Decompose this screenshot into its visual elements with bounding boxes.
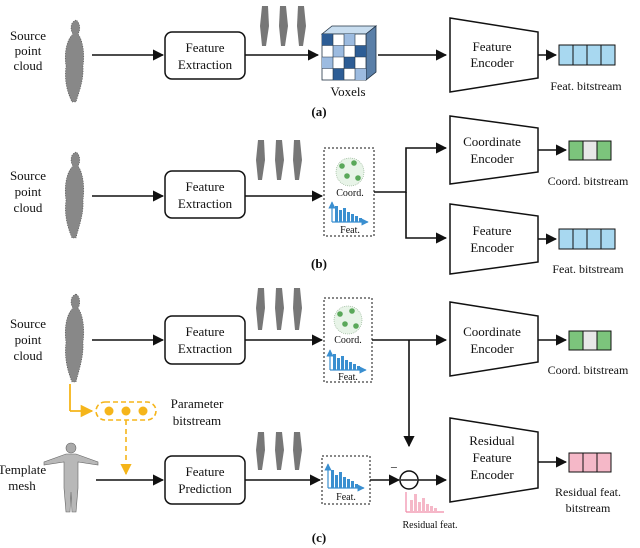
predicted-feat-dashed-box: Feat. — [321, 455, 371, 505]
residual-bitstream-icon — [568, 452, 612, 473]
feat-bitstream-icon — [558, 228, 616, 250]
prediction-scatter-icon — [256, 432, 302, 470]
coordinate-encoder-line1: Coordinate — [463, 134, 521, 149]
feature-encoder-line2: Encoder — [470, 55, 514, 70]
caption-c: (c) — [312, 530, 326, 545]
feature-extraction-line2: Extraction — [178, 196, 233, 211]
template-label-line1: Template — [0, 462, 46, 477]
feature-encoder-trapezoid — [449, 17, 539, 93]
coord-small-label: Coord. — [336, 188, 364, 199]
point-cloud-figure — [64, 151, 85, 239]
feature-extraction-line2: Extraction — [178, 57, 233, 72]
source-label-line3: cloud — [14, 58, 43, 73]
residual-feat-chart-icon — [405, 492, 444, 513]
minus-sign: − — [390, 460, 397, 475]
residual-bitstream-line1: Residual feat. — [555, 485, 621, 499]
panel-a: Source point cloud Feature Extraction — [10, 6, 622, 119]
feature-encoder-line2: Encoder — [470, 240, 514, 255]
voxels-cube-icon — [320, 25, 378, 81]
source-label-line2: point — [15, 184, 42, 199]
feature-prediction-line1: Feature — [186, 464, 225, 479]
template-label-line2: mesh — [8, 478, 36, 493]
coord-small-label: Coord. — [334, 335, 362, 346]
caption-b: (b) — [311, 256, 327, 271]
template-mesh-figure — [43, 442, 99, 513]
panel-c: Source point cloud Feature Extraction Co… — [0, 288, 629, 545]
source-label-line3: cloud — [14, 348, 43, 363]
coordinate-encoder-line1: Coordinate — [463, 324, 521, 339]
feature-encoder-line1: Feature — [473, 223, 512, 238]
feature-extraction-box — [164, 170, 246, 219]
coord-feat-dashed-box: Coord. Feat. — [323, 297, 373, 383]
point-cloud-figure — [64, 293, 85, 383]
coord-bitstream-icon — [568, 140, 612, 161]
caption-a: (a) — [311, 104, 326, 119]
source-label-line1: Source — [10, 28, 46, 43]
coord-bitstream-label: Coord. bitstream — [548, 174, 629, 188]
panel-b: Source point cloud Feature Extraction Co… — [10, 115, 629, 276]
coordinate-encoder-line2: Encoder — [470, 151, 514, 166]
feature-extraction-line2: Extraction — [178, 341, 233, 356]
parameter-label-line1: Parameter — [171, 396, 224, 411]
feature-extraction-line1: Feature — [186, 179, 225, 194]
residual-encoder-line2: Feature — [473, 450, 512, 465]
parameter-bitstream-icon — [95, 401, 157, 421]
feature-scatter-icon — [256, 140, 302, 180]
source-label-line1: Source — [10, 316, 46, 331]
coordinate-encoder-trapezoid — [449, 115, 539, 185]
coord-bitstream-label: Coord. bitstream — [548, 363, 629, 377]
feature-scatter-icon — [260, 6, 306, 46]
residual-bitstream-line2: bitstream — [566, 501, 611, 515]
coordinate-encoder-trapezoid — [449, 301, 539, 377]
source-label-line2: point — [15, 43, 42, 58]
feat-small-label: Feat. — [340, 225, 360, 236]
feat-small-label-2: Feat. — [336, 492, 356, 503]
parameter-label-line2: bitstream — [173, 413, 221, 428]
coord-bitstream-icon — [568, 330, 612, 351]
feature-scatter-icon — [256, 288, 302, 330]
feature-extraction-line1: Feature — [186, 40, 225, 55]
feature-extraction-line1: Feature — [186, 324, 225, 339]
feature-encoder-trapezoid — [449, 203, 539, 275]
residual-encoder-line1: Residual — [469, 433, 515, 448]
coordinate-encoder-line2: Encoder — [470, 341, 514, 356]
feat-bitstream-label: Feat. bitstream — [552, 262, 624, 276]
arrow-to-coord-encoder — [374, 142, 448, 193]
feat-small-label: Feat. — [338, 372, 358, 383]
feat-bitstream-label: Feat. bitstream — [550, 79, 622, 93]
source-label-line3: cloud — [14, 200, 43, 215]
point-cloud-figure — [64, 19, 85, 103]
residual-feature-encoder-trapezoid — [449, 417, 539, 503]
source-label-line2: point — [15, 332, 42, 347]
source-label-line1: Source — [10, 168, 46, 183]
residual-encoder-line3: Encoder — [470, 467, 514, 482]
voxels-label: Voxels — [330, 84, 365, 99]
arrow-to-feat-encoder — [405, 192, 448, 244]
feat-bitstream-icon — [558, 44, 616, 66]
subtract-operator — [399, 470, 419, 490]
coord-feat-dashed-box: Coord. Feat. — [323, 147, 375, 237]
feature-encoder-line1: Feature — [473, 39, 512, 54]
residual-feat-label: Residual feat. — [403, 520, 458, 531]
feature-prediction-line2: Prediction — [178, 481, 232, 496]
